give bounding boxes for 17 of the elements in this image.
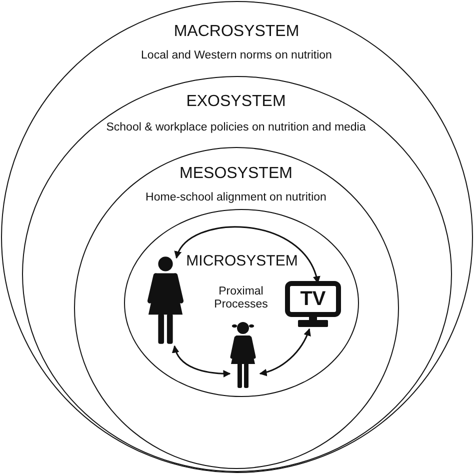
middle-ring bbox=[22, 76, 452, 472]
center-ellipse bbox=[124, 208, 358, 396]
system-heading: MICROSYSTEM bbox=[186, 254, 298, 268]
inner-ring bbox=[74, 147, 399, 469]
double-arrow bbox=[176, 226, 320, 284]
double-arrow bbox=[259, 328, 311, 376]
system-description: School & workplace policies on nutrition and media bbox=[106, 122, 366, 134]
woman-icon bbox=[146, 256, 185, 344]
system-heading: MACROSYSTEM bbox=[174, 22, 300, 40]
double-arrow bbox=[172, 345, 231, 378]
system-description: Local and Western norms on nutrition bbox=[141, 49, 332, 62]
system-heading: EXOSYSTEM bbox=[186, 93, 286, 111]
screen-label: TV bbox=[300, 288, 326, 310]
system-description: Home-school alignment on nutrition bbox=[146, 191, 326, 204]
girl-icon bbox=[228, 320, 258, 388]
system-heading: MESOSYSTEM bbox=[180, 164, 292, 182]
process-text: Proximal Processes bbox=[213, 285, 269, 311]
